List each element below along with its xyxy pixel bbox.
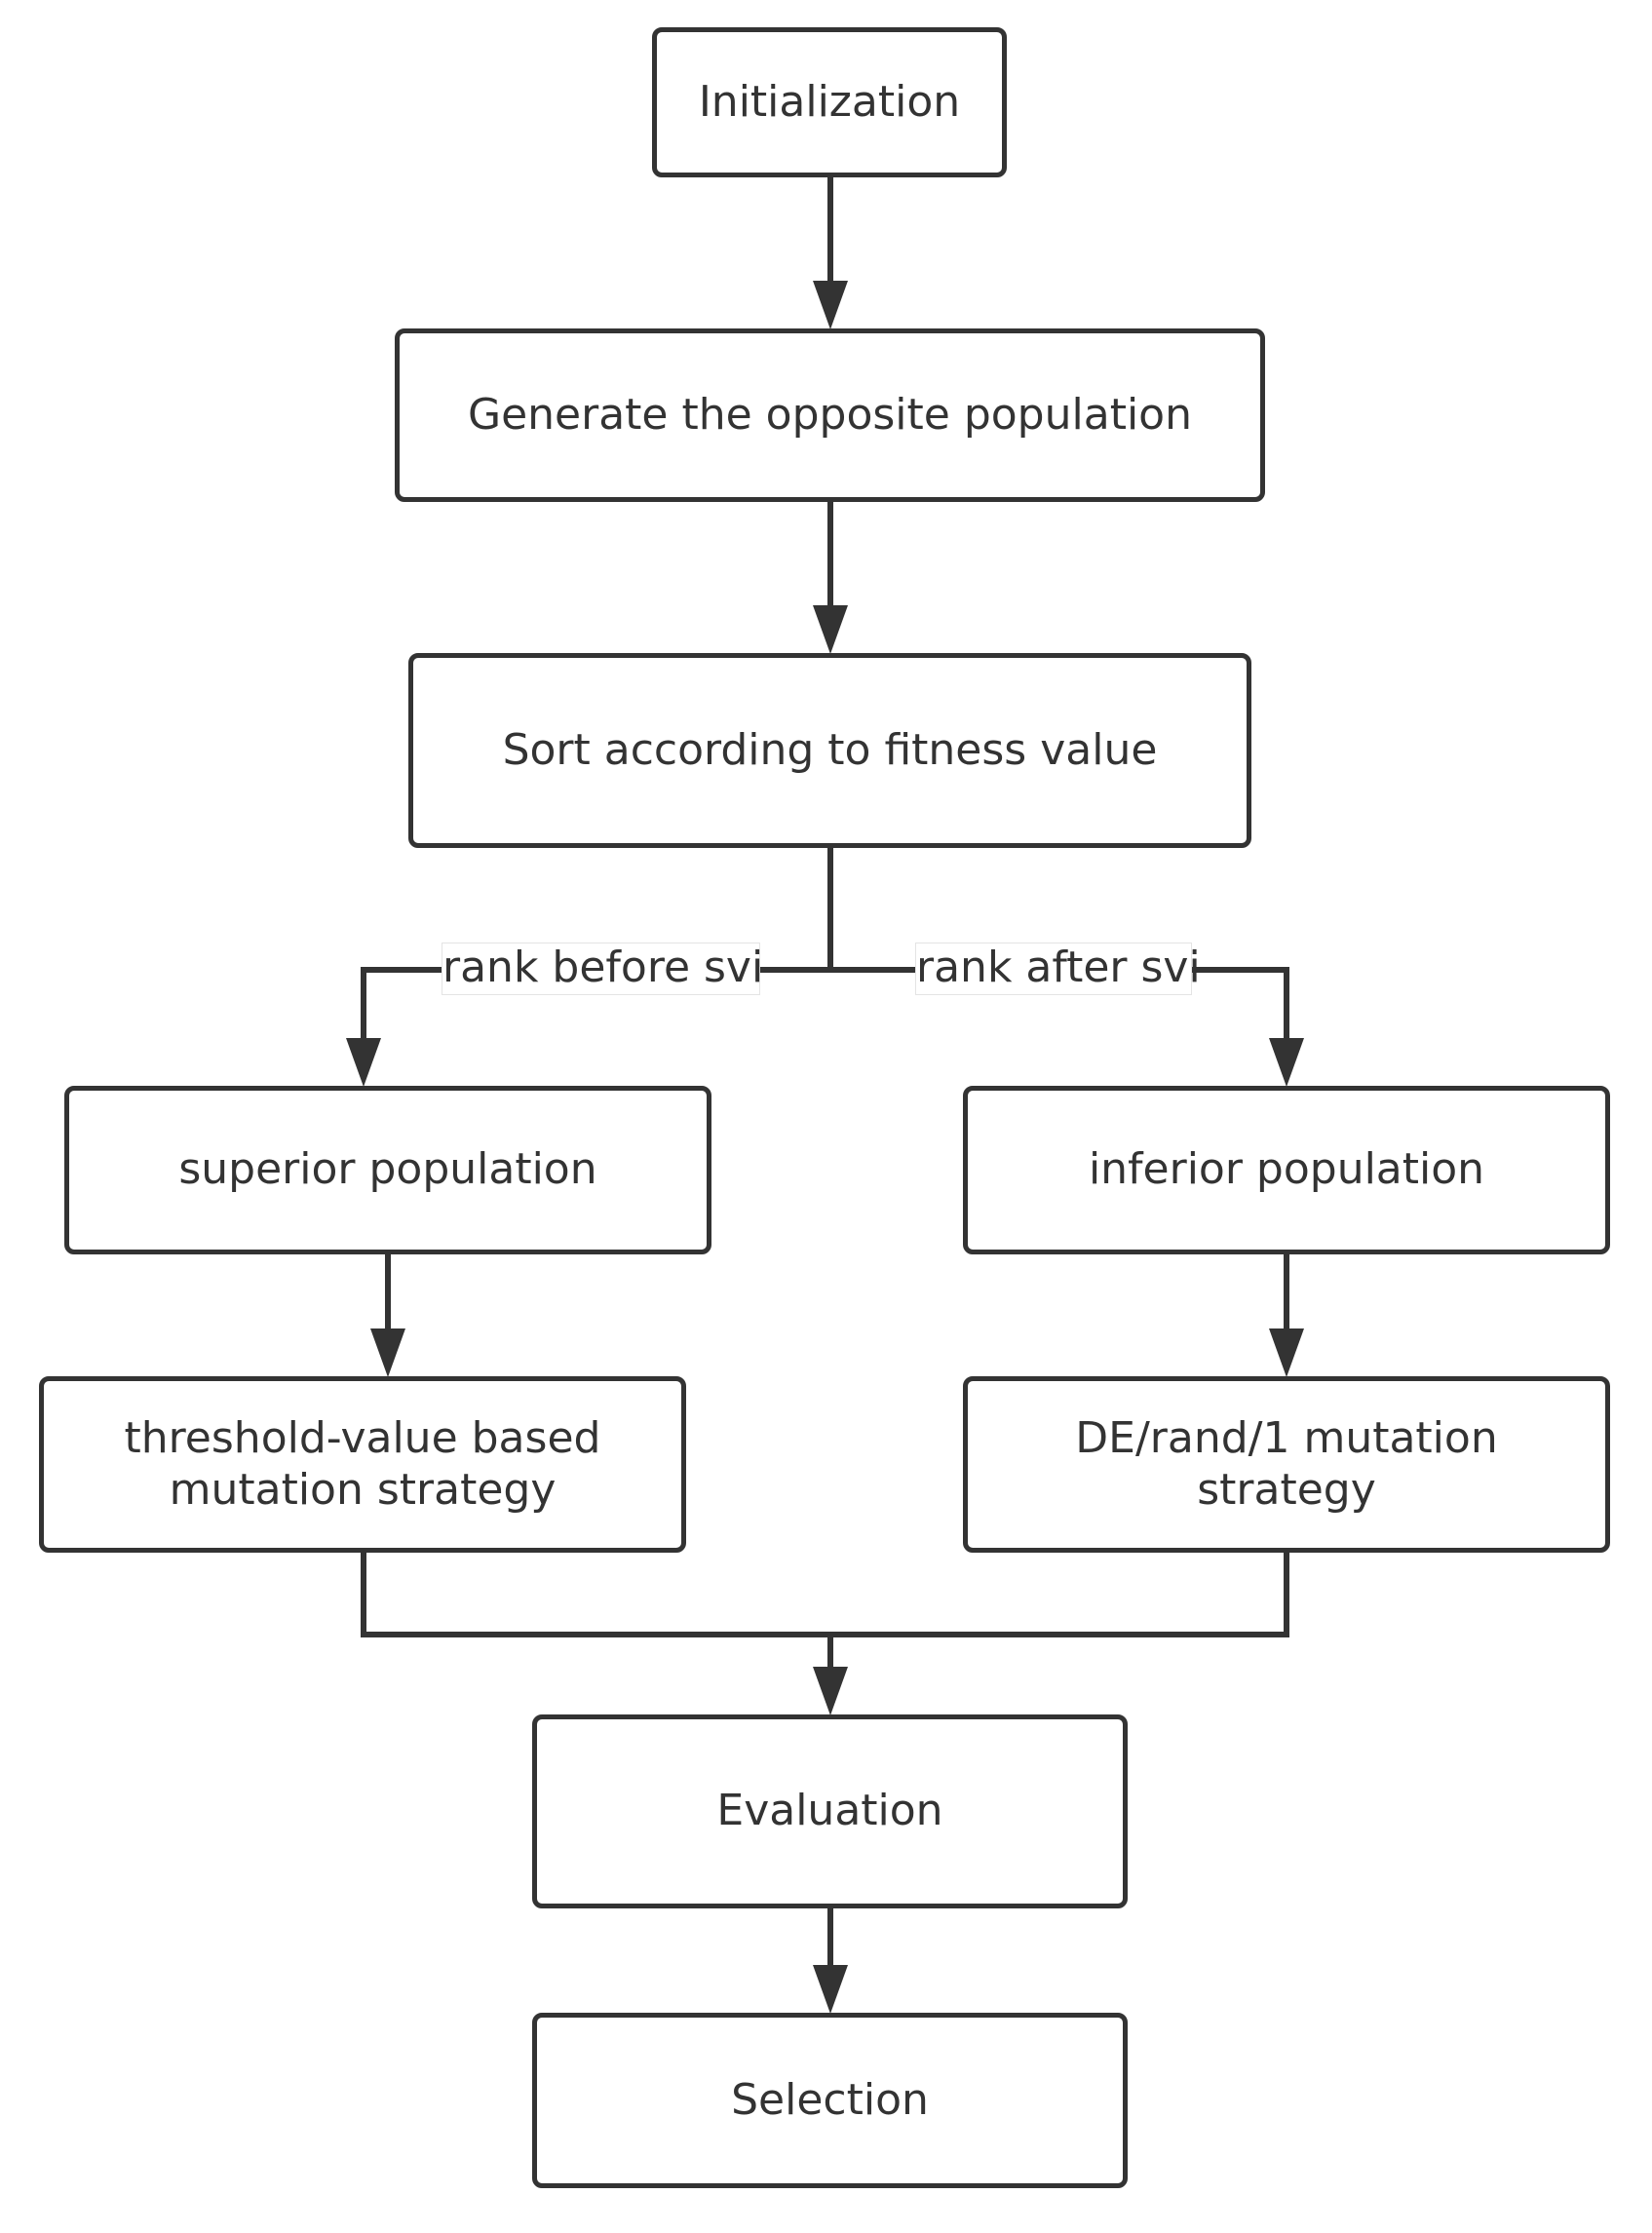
inferior-population-label: inferior population — [1088, 1144, 1485, 1195]
inferior-population-node: inferior population — [963, 1086, 1610, 1254]
sort-fitness-label: Sort according to fitness value — [502, 724, 1158, 775]
arrowhead-generate — [813, 281, 848, 329]
selection-node: Selection — [532, 2013, 1128, 2188]
arrowhead-sort — [813, 605, 848, 654]
generate-opposite-node: Generate the opposite population — [395, 328, 1265, 502]
superior-population-node: superior population — [64, 1086, 711, 1254]
de-rand-mutation-node: DE/rand/1 mutation strategy — [963, 1376, 1610, 1553]
threshold-mutation-label-line-2: mutation strategy — [169, 1464, 557, 1515]
superior-population-label: superior population — [178, 1144, 597, 1195]
evaluation-label: Evaluation — [716, 1786, 943, 1836]
arrowhead-inferior — [1269, 1038, 1304, 1087]
edge-label-rank-before: rank before svi — [442, 943, 763, 995]
initialization-node: Initialization — [652, 27, 1007, 177]
evaluation-node: Evaluation — [532, 1714, 1128, 1908]
de-rand-mutation-label-line-1: DE/rand/1 mutation — [1075, 1412, 1498, 1463]
threshold-mutation-label-line-1: threshold-value based — [124, 1412, 601, 1463]
edge-label-rank-after: rank after svi — [915, 943, 1201, 995]
generate-opposite-label: Generate the opposite population — [468, 389, 1192, 440]
arrowhead-evaluation — [813, 1667, 848, 1715]
sort-fitness-node: Sort according to fitness value — [408, 653, 1251, 848]
connector-merge — [361, 1553, 1289, 1637]
de-rand-mutation-label-line-2: strategy — [1197, 1464, 1376, 1515]
initialization-label: Initialization — [698, 76, 961, 127]
arrowhead-derand — [1269, 1328, 1304, 1377]
arrowhead-selection — [813, 1965, 848, 2014]
arrowhead-superior — [346, 1038, 381, 1087]
threshold-mutation-node: threshold-value based mutation strategy — [39, 1376, 686, 1553]
selection-label: Selection — [731, 2074, 929, 2125]
arrowhead-threshold — [370, 1328, 405, 1377]
